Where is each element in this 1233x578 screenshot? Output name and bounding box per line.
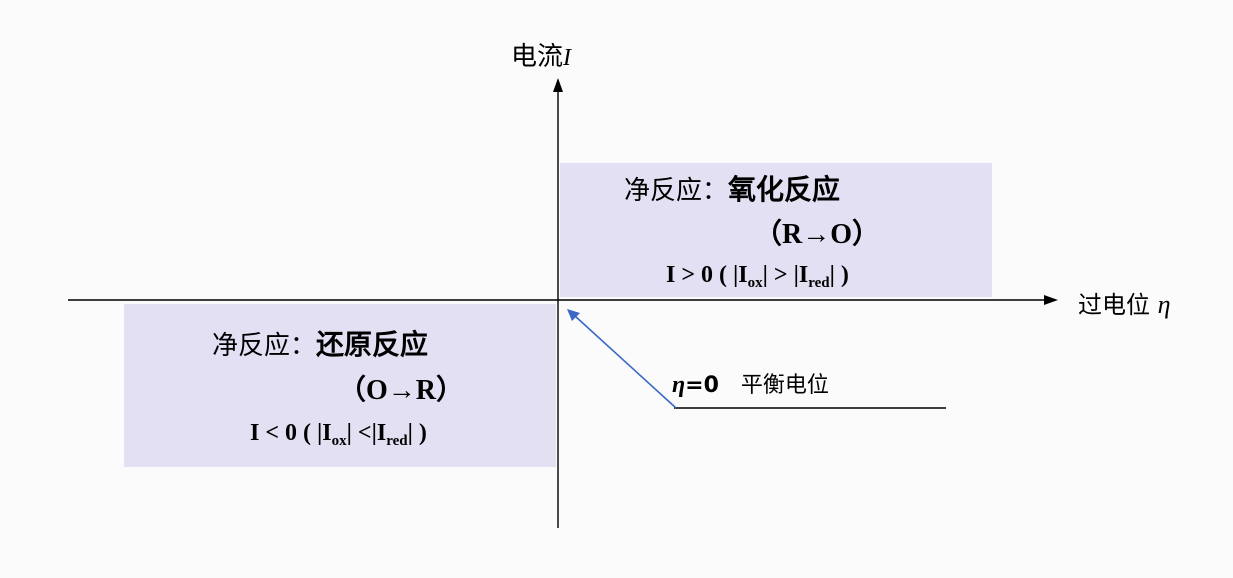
- reduction-net-label: 净反应：: [212, 331, 317, 361]
- y-axis-label-text: 电流: [511, 42, 564, 72]
- reduction-formula: （O→R）: [338, 375, 465, 406]
- reduction-condition: I < 0 ( |Iox| <|Ired| ): [250, 420, 427, 450]
- y-axis-arrowhead: [553, 78, 563, 92]
- reduction-net-reaction: 净反应：还原反应: [212, 323, 428, 363]
- equilibrium-text: 平衡电位: [740, 373, 829, 398]
- oxidation-formula: （R→O）: [754, 219, 881, 250]
- oxidation-reaction-name: 氧化反应: [728, 173, 841, 206]
- reduction-condition-sub-red: red: [386, 433, 408, 449]
- oxidation-condition-main: I > 0 ( |I: [666, 262, 748, 288]
- oxidation-condition-sub-red: red: [808, 275, 830, 291]
- equilibrium-pointer-arrow: [574, 315, 677, 409]
- oxidation-condition: I > 0 ( |Iox| > |Ired| ): [666, 262, 849, 292]
- oxidation-condition-mid: | > |I: [762, 262, 809, 288]
- x-axis-symbol: η: [1157, 290, 1171, 319]
- reduction-condition-end: | ): [407, 420, 427, 446]
- x-axis-arrowhead: [1044, 295, 1058, 305]
- oxidation-condition-end: | ): [829, 262, 849, 288]
- reduction-reaction-name: 还原反应: [316, 328, 429, 361]
- oxidation-region: [560, 163, 992, 297]
- oxidation-net-reaction: 净反应：氧化反应: [624, 168, 840, 208]
- reduction-condition-mid: | <|I: [346, 420, 387, 446]
- equilibrium-pointer-arrowhead: [567, 309, 580, 321]
- reduction-region: [124, 304, 556, 467]
- x-axis-label: 过电位 η: [1078, 285, 1171, 320]
- equilibrium-label: η=0 平衡电位: [672, 367, 829, 399]
- y-axis-symbol: I: [563, 45, 572, 71]
- equilibrium-value: =0: [685, 373, 719, 398]
- equilibrium-symbol: η: [672, 372, 686, 398]
- oxidation-net-label: 净反应：: [624, 176, 729, 206]
- y-axis-label: 电流I: [511, 36, 571, 73]
- reduction-condition-sub-ox: ox: [331, 433, 347, 449]
- x-axis-label-text: 过电位: [1078, 291, 1150, 319]
- reduction-condition-main: I < 0 ( |I: [250, 420, 332, 446]
- oxidation-condition-sub-ox: ox: [747, 275, 763, 291]
